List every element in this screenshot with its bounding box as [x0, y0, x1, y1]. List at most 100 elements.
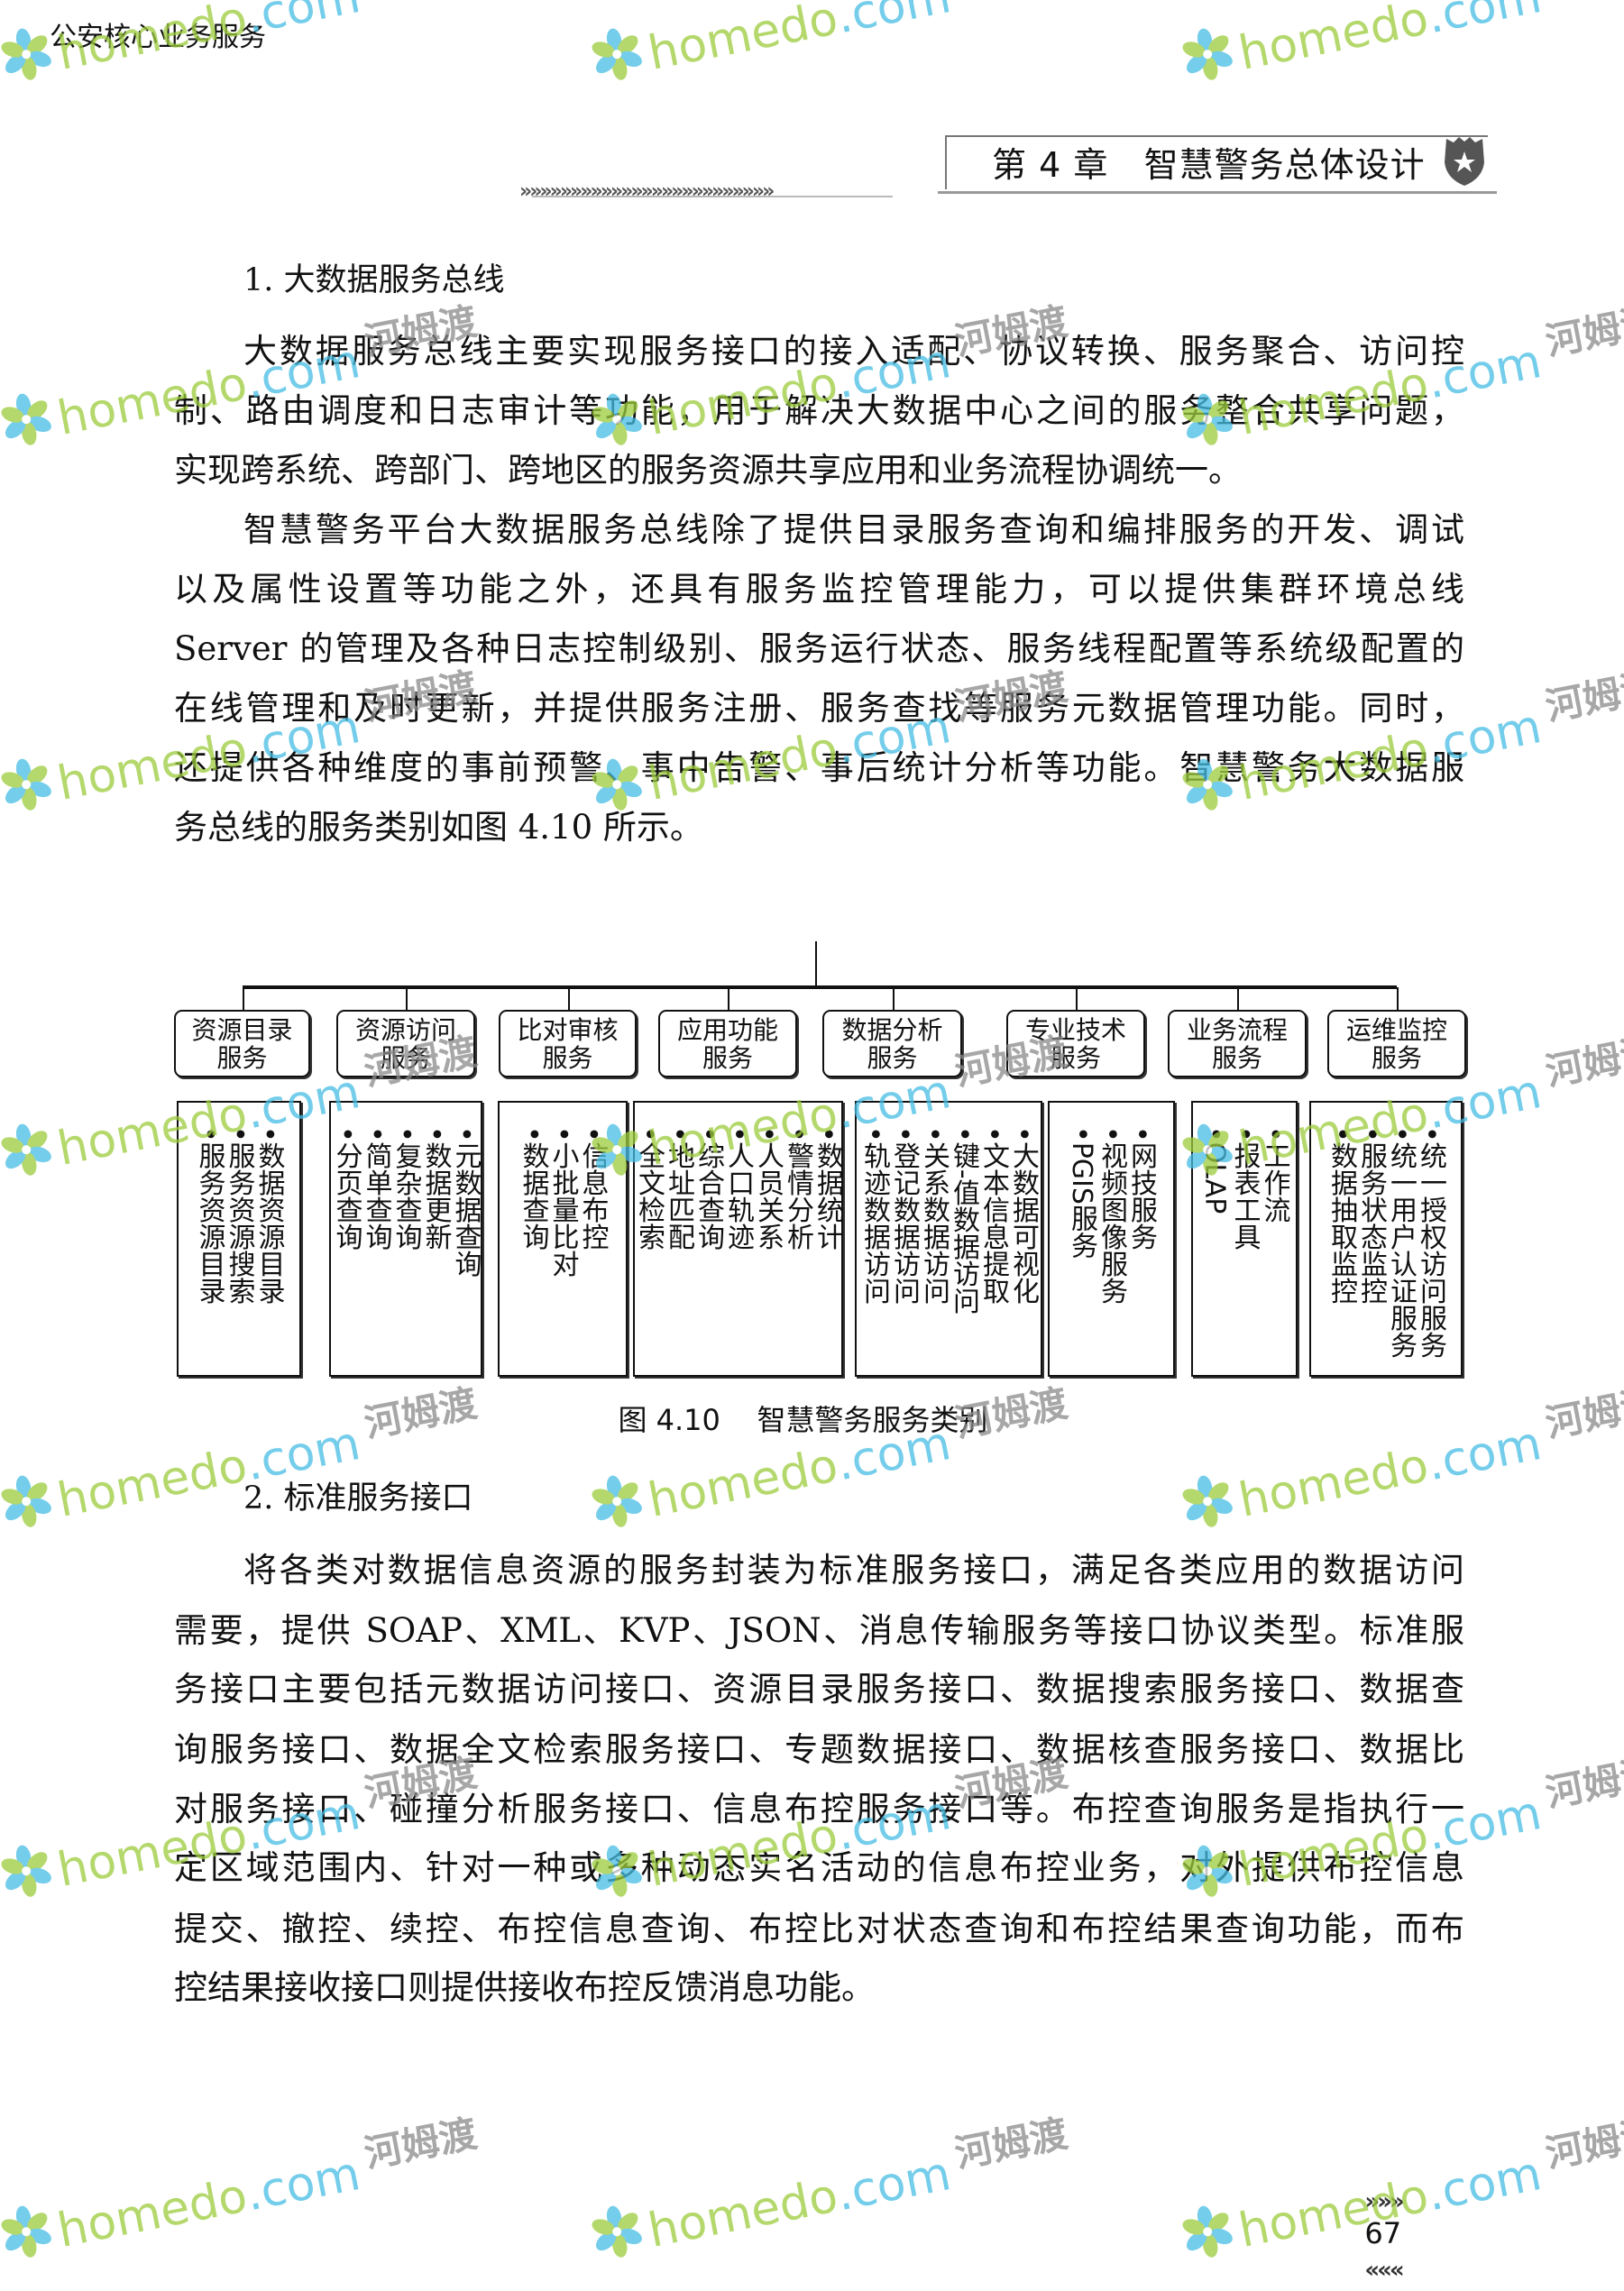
category-items-box: •数据资源目录•服务资源搜索•服务资源目录: [177, 1101, 301, 1377]
watermark-cn: 河姆渡: [1541, 298, 1624, 364]
paragraph-line: 将各类对数据信息资源的服务封装为标准服务接口，满足各类应用的数据访问: [243, 1551, 1464, 1590]
bullet-icon: •: [663, 1126, 694, 1142]
list-item: •文本信息提取: [977, 1126, 1009, 1375]
bullet-icon: •: [948, 1126, 979, 1142]
list-item-text: 综合查询: [693, 1141, 724, 1251]
vertical-item-list: •网技服务•视频图像服务•PGIS服务: [1066, 1126, 1157, 1375]
watermark-domain: .com: [1422, 0, 1546, 44]
list-item: •工作流: [1258, 1126, 1290, 1375]
list-item: •数据资源目录: [252, 1126, 285, 1375]
bullet-icon: •: [330, 1126, 362, 1142]
list-item-text: PGIS服务: [1066, 1141, 1097, 1259]
vertical-item-list: •大数据可视化•文本信息提取•键-值数据访问•关系数据访问•登记数据访问•轨迹数…: [858, 1126, 1039, 1375]
connector-drop: [406, 987, 408, 1011]
list-item-text: 元数据查询: [449, 1141, 482, 1278]
connector-horizontal-bus: [243, 985, 1397, 989]
watermark-brand: homedo: [53, 2167, 252, 2259]
list-item: •服务状态监控: [1355, 1126, 1387, 1375]
watermark-brand: homedo: [53, 1437, 252, 1528]
flower-logo-icon: [1175, 2198, 1246, 2276]
flower-logo-icon: [1175, 21, 1246, 98]
watermark-cn: 河姆渡: [359, 0, 481, 1]
list-item-text: 服务状态监控: [1355, 1141, 1387, 1305]
category-label: 资源访问服务: [355, 1016, 456, 1072]
category-label: 业务流程服务: [1187, 1016, 1288, 1072]
flower-logo-icon: [1175, 1468, 1246, 1545]
list-item: •轨迹数据访问: [858, 1126, 890, 1375]
paragraph-line: 需要，提供 SOAP、XML、KVP、JSON、消息传输服务等接口协议类型。标准…: [174, 1611, 1464, 1650]
bullet-icon: •: [782, 1126, 813, 1142]
flower-logo-icon: [0, 386, 65, 463]
watermark-cn: 河姆渡: [950, 0, 1071, 1]
list-item: •统一用户认证服务: [1385, 1126, 1417, 1375]
watermark-brand: homedo: [1234, 0, 1433, 81]
watermark-brand: homedo: [644, 1437, 842, 1528]
category-label-line: 专业技术: [1024, 1014, 1126, 1045]
list-item-text: 统一授权访问服务: [1415, 1141, 1446, 1359]
list-item-text: 文本信息提取: [977, 1141, 1009, 1305]
category-items-box: •数据统计•警情分析•人员关系•人口轨迹•综合查询•地址匹配•全文检索: [633, 1101, 843, 1377]
list-item: •登记数据访问: [888, 1126, 920, 1375]
connector-drop: [728, 987, 729, 1011]
category-label-line: 业务流程: [1186, 1014, 1288, 1045]
category-node: 业务流程服务: [1168, 1010, 1307, 1077]
category-label-line: 运维监控: [1345, 1014, 1447, 1045]
chevron-right-decoration: »»»: [1364, 2188, 1404, 2215]
page-number: »»» 67 «««: [1346, 2148, 1404, 2285]
list-item-text: 数据查询: [517, 1141, 549, 1251]
category-label: 比对审核服务: [517, 1016, 618, 1072]
list-item-text: 登记数据访问: [888, 1141, 920, 1305]
watermark-cn: 河姆渡: [1540, 0, 1624, 1]
watermark-domain: .com: [1422, 2146, 1546, 2222]
category-label-line: 资源目录: [191, 1014, 293, 1045]
list-item: •人口轨迹: [722, 1126, 754, 1375]
bullet-icon: •: [252, 1126, 285, 1142]
category-items-box: •元数据查询•数据更新•复杂查询•简单查询•分页查询: [329, 1101, 482, 1377]
connector-drop: [568, 987, 570, 1011]
list-item: •信息布控: [576, 1126, 609, 1375]
paragraph-line: 务接口主要包括元数据访问接口、资源目录服务接口、数据搜索服务接口、数据查: [174, 1670, 1464, 1709]
flower-logo-icon: [0, 1837, 65, 1915]
watermark-cn: 河姆渡: [1541, 2111, 1624, 2176]
header-chevron-decoration: »»»»»»»»»»»»»»»»»»»»»»»»»: [519, 180, 775, 203]
paragraph-line: 还提供各种维度的事前预警、事中告警、事后统计分析等功能。智慧警务大数据服: [174, 748, 1464, 787]
category-label-line: 资源访问: [354, 1014, 456, 1045]
list-item-text: 视频图像服务: [1096, 1141, 1127, 1305]
paragraph-line: 制、路由调度和日志审计等功能，用于解决大数据中心之间的服务整合共享问题，: [174, 391, 1464, 430]
list-item-text: 人员关系: [752, 1141, 784, 1251]
watermark-cn: 河姆渡: [1541, 1029, 1624, 1095]
list-item-text: 全文检索: [633, 1141, 665, 1251]
chevron-left-decoration: «««: [1364, 2257, 1404, 2284]
category-node: 应用功能服务: [658, 1010, 797, 1077]
list-item: •OLAP: [1198, 1126, 1231, 1375]
connector-drop: [243, 987, 244, 1011]
bullet-icon: •: [419, 1126, 452, 1142]
list-item: •地址匹配: [663, 1126, 694, 1375]
category-node: 比对审核服务: [499, 1010, 637, 1077]
category-label: 资源目录服务: [191, 1016, 292, 1072]
bullet-icon: •: [360, 1126, 392, 1142]
list-item: •报表工具: [1228, 1126, 1261, 1375]
category-items-box: •工作流•报表工具•OLAP: [1191, 1101, 1298, 1377]
list-item-text: 信息布控: [576, 1141, 609, 1251]
flower-logo-icon: [584, 1468, 656, 1545]
list-item-text: 分页查询: [330, 1141, 362, 1251]
list-item-text: OLAP: [1198, 1141, 1231, 1214]
list-item-text: 报表工具: [1228, 1141, 1261, 1251]
list-item-text: 警情分析: [782, 1141, 813, 1251]
category-label-line: 服务: [1371, 1042, 1422, 1073]
watermark-brand: homedo: [644, 2167, 842, 2259]
connector-drop: [1076, 987, 1078, 1011]
bullet-icon: •: [223, 1126, 255, 1142]
bullet-icon: •: [1415, 1126, 1446, 1142]
bullet-icon: •: [1066, 1126, 1097, 1142]
bullet-icon: •: [633, 1126, 665, 1142]
bullet-icon: •: [1258, 1126, 1290, 1142]
bullet-icon: •: [1096, 1126, 1127, 1142]
list-item: •键-值数据访问: [948, 1126, 979, 1375]
list-item: •分页查询: [330, 1126, 362, 1375]
